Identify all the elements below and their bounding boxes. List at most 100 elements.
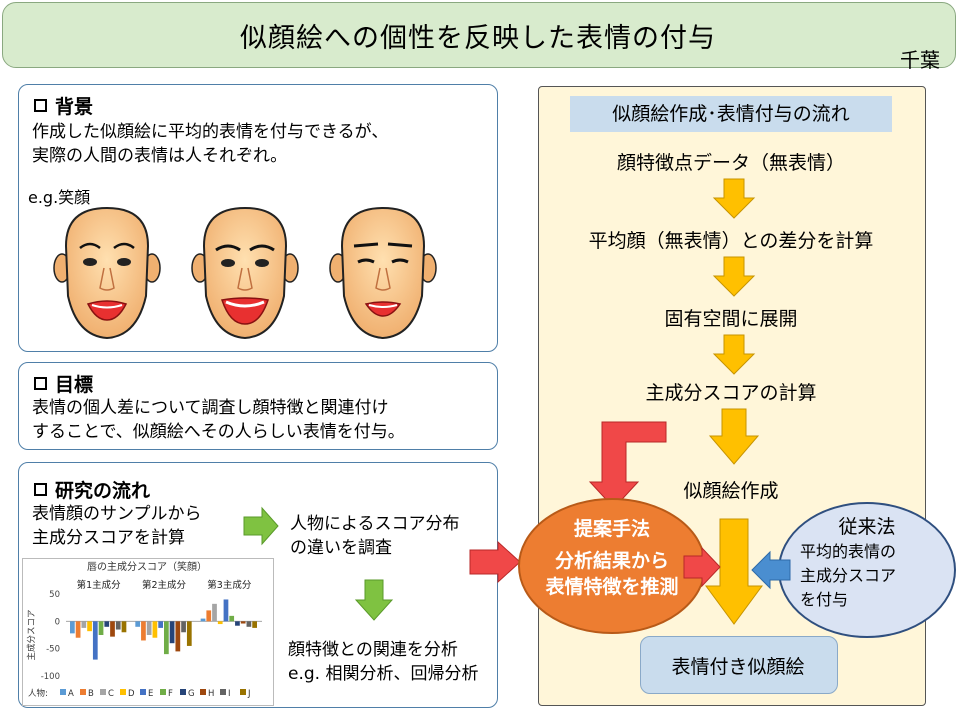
chart-legend-swatch — [220, 689, 226, 695]
chart-legend-label: B — [88, 689, 94, 699]
chart-bar — [206, 610, 212, 622]
chart-bar — [141, 621, 146, 641]
flow-step-score: 主成分スコアの計算 — [645, 382, 817, 404]
chart-group-label: 第2主成分 — [142, 579, 187, 591]
chart-bar — [75, 621, 81, 638]
chart-bar — [158, 621, 163, 628]
chart-bar — [229, 615, 235, 622]
chart-legend-swatch — [100, 689, 106, 695]
chart-legend-prefix: 人物: — [28, 688, 48, 699]
conventional-method-title: 従来法 — [838, 516, 896, 538]
result-label: 表情付き似顔絵 — [671, 656, 805, 678]
chart-bar — [252, 621, 257, 628]
chart-bar — [110, 621, 115, 637]
chart-legend-swatch — [180, 689, 186, 695]
chart-y-tick: -100 — [41, 672, 60, 682]
red-right-arrow-right — [683, 546, 721, 588]
chart-bar — [175, 621, 181, 652]
chart-bar — [200, 618, 206, 622]
chart-y-tick: 0 — [55, 617, 60, 627]
flow-step-feature-points: 顔特徴点データ（無表情） — [616, 152, 845, 174]
conventional-method-text: 平均的表情の 主成分スコア を付与 — [800, 542, 897, 609]
chart-bar — [104, 621, 110, 627]
result-box — [640, 636, 838, 694]
author-name: 千葉 — [900, 48, 940, 72]
chart-bar — [152, 621, 158, 638]
chart-bar — [246, 621, 252, 627]
chart-y-tick: 50 — [49, 590, 60, 600]
chart-group-label: 第1主成分 — [77, 579, 122, 591]
lip-score-chart: 唇の主成分スコア（笑顔） 第1主成分 第2主成分 第3主成分 50 0 -50 -100 主成分… — [26, 560, 262, 699]
blue-left-arrow — [751, 550, 791, 590]
checkbox-square-icon — [34, 377, 47, 390]
chart-bar — [217, 621, 223, 625]
chart-bar — [164, 621, 169, 655]
red-right-arrow-left — [469, 540, 521, 584]
chart-bar — [92, 621, 98, 660]
flow-step-eigenspace: 固有空間に展開 — [664, 308, 798, 330]
chart-title: 唇の主成分スコア（笑顔） — [87, 560, 207, 573]
chart-bar — [135, 621, 141, 627]
chart-bar — [235, 621, 240, 626]
chart-bar — [70, 621, 75, 634]
goal-heading: 目標 — [34, 370, 93, 397]
chart-bar — [223, 599, 229, 622]
chart-legend-label: A — [68, 689, 74, 699]
chart-legend-label: I — [228, 689, 231, 699]
red-bent-arrow — [588, 421, 667, 509]
title-banner — [2, 2, 956, 68]
chart-legend-label: G — [188, 689, 195, 699]
smile-faces-illustration — [53, 206, 437, 340]
chart-legend-label: D — [128, 689, 135, 699]
chart-legend-swatch — [200, 689, 206, 695]
research-flow-heading: 研究の流れ — [34, 476, 150, 503]
chart-legend-swatch — [160, 689, 166, 695]
checkbox-square-icon — [34, 483, 47, 496]
checkbox-square-icon — [34, 99, 47, 112]
flow-title: 似顔絵作成･表情付与の流れ — [570, 96, 892, 132]
face-1 — [53, 206, 161, 340]
chart-bar — [146, 621, 152, 635]
chart-legend-swatch — [60, 689, 66, 695]
proposed-method-text: 分析結果から 表情特徴を推測 — [545, 550, 679, 598]
chart-bar — [81, 621, 87, 628]
yellow-down-arrow-4 — [708, 408, 760, 465]
goal-panel — [18, 362, 498, 450]
chart-legend-label: F — [168, 689, 173, 699]
page-title: 似顔絵への個性を反映した表情の付与 — [240, 23, 716, 54]
research-step-1: 表情顔のサンプルから 主成分スコアを計算 — [32, 504, 202, 548]
chart-bar — [186, 621, 192, 646]
goal-text: 表情の個人差について調査し顔特徴と関連付け することで、似顔絵へその人らしい表情… — [32, 398, 405, 442]
chart-legend-swatch — [80, 689, 86, 695]
chart-bar — [212, 603, 217, 622]
background-text: 作成した似顔絵に平均的表情を付与できるが、 実際の人間の表情は人それぞれ。 — [32, 122, 389, 166]
chart-bar — [240, 621, 246, 624]
chart-bar — [169, 621, 175, 644]
chart-bar — [181, 621, 186, 633]
chart-legend-swatch — [140, 689, 146, 695]
chart-bar — [98, 621, 104, 635]
chart-bar — [87, 621, 92, 632]
chart-legend-swatch — [240, 689, 246, 695]
research-step-3: 顔特徴との関連を分析 e.g. 相関分析、回帰分析 — [288, 640, 479, 684]
chart-legend-label: H — [208, 689, 214, 699]
chart-y-tick: -50 — [46, 645, 60, 655]
background-heading: 背景 — [34, 92, 93, 119]
chart-bar — [121, 621, 127, 633]
research-step-2: 人物によるスコア分布 の違いを調査 — [290, 514, 460, 558]
chart-legend-swatch — [120, 689, 126, 695]
yellow-down-arrow-5 — [705, 518, 763, 625]
flow-step-diff: 平均顔（無表情）との差分を計算 — [588, 230, 874, 252]
chart-legend-label: C — [108, 689, 114, 699]
chart-legend-label: E — [148, 689, 153, 699]
chart-y-label: 主成分スコア — [26, 609, 37, 660]
chart-group-label: 第3主成分 — [207, 579, 252, 591]
face-2 — [191, 206, 299, 340]
chart-frame — [22, 558, 274, 706]
yellow-down-arrow-3 — [712, 334, 756, 375]
proposed-method-title: 提案手法 — [573, 518, 650, 540]
yellow-down-arrow-1 — [712, 178, 756, 219]
yellow-down-arrow-2 — [712, 256, 756, 297]
green-right-arrow — [243, 506, 279, 546]
example-label: e.g.笑顔 — [28, 188, 91, 207]
